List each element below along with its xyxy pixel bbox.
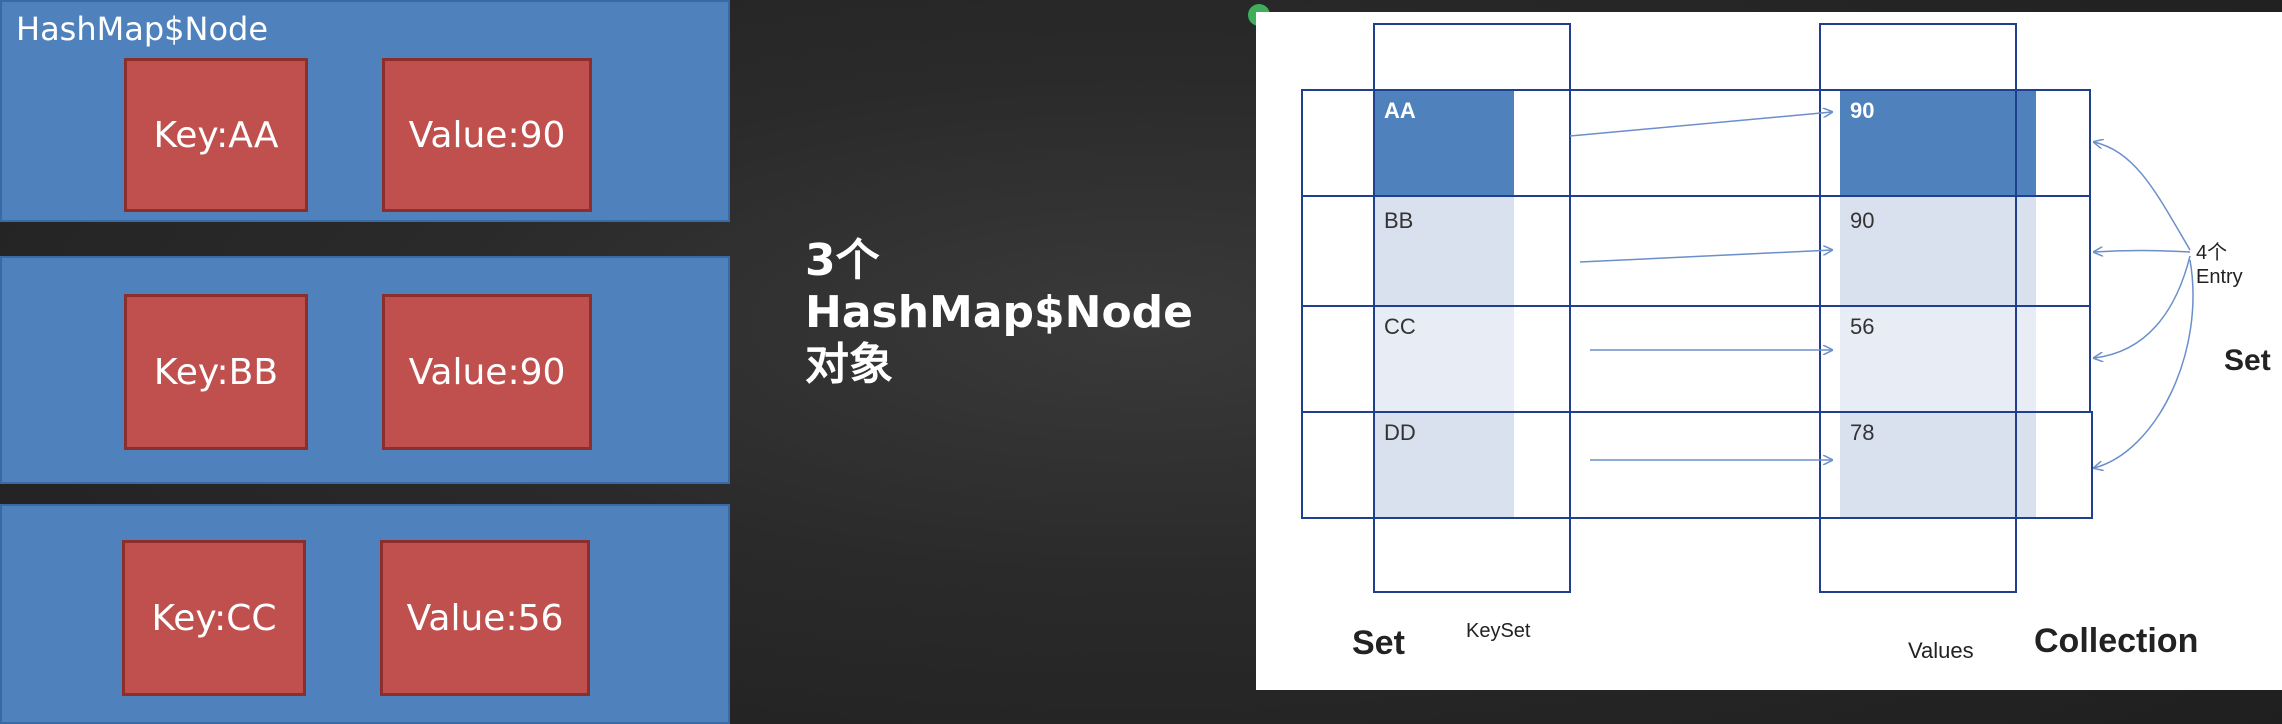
diagram-svg [1301, 23, 2194, 593]
hashmap-node-aa: HashMap$Node Key:AA Value:90 [0, 0, 730, 222]
key-box-bb: Key:BB [124, 294, 308, 450]
node-count-caption: 3个 HashMap$Node 对象 [805, 235, 1245, 391]
entry-arrow-3 [2094, 255, 2191, 358]
keyset-column [1373, 23, 1571, 593]
keyset-label: KeySet [1466, 620, 1531, 642]
values-label: Values [1908, 638, 1974, 663]
value-label-cc: 56 [1850, 314, 1875, 339]
collection-label: Collection [2034, 622, 2199, 660]
node-title: HashMap$Node [16, 10, 269, 48]
key-cell-dd [1374, 412, 1514, 518]
entryset-set-label: Set [2224, 344, 2271, 377]
key-label-dd: DD [1384, 420, 1416, 445]
entry-label: Entry [2196, 266, 2243, 288]
hashmap-node-cc: Key:CC Value:56 [0, 504, 730, 724]
key-box-aa: Key:AA [124, 58, 308, 212]
entry-count-label: 4个 [2196, 242, 2228, 264]
value-label-aa: 90 [1850, 98, 1875, 123]
entry-arrow-2 [2094, 251, 2191, 253]
entry-arrow-1 [2094, 142, 2191, 251]
key-label-aa: AA [1384, 98, 1416, 123]
arrow-bb [1579, 250, 1832, 263]
key-label-cc: CC [1384, 314, 1416, 339]
value-cell-aa [1840, 90, 2036, 196]
key-label-bb: BB [1384, 208, 1414, 233]
value-cell-bb [1840, 196, 2036, 306]
hashmap-node-bb: Key:BB Value:90 [0, 256, 730, 484]
key-cell-bb [1374, 196, 1514, 306]
value-label-bb: 90 [1850, 208, 1875, 233]
value-label-dd: 78 [1850, 420, 1875, 445]
caption-line-3: 对象 [805, 339, 893, 390]
key-cell-cc [1374, 306, 1514, 412]
caption-line-2: HashMap$Node [805, 287, 1194, 338]
entryset-diagram: AA BB CC DD 90 90 56 78 4个 Entry Set Set… [1256, 12, 2282, 690]
value-cell-dd [1840, 412, 2036, 518]
keyset-set-label: Set [1352, 624, 1405, 662]
key-cell-aa [1374, 90, 1514, 196]
key-box-cc: Key:CC [122, 540, 306, 696]
value-cell-cc [1840, 306, 2036, 412]
value-box-aa: Value:90 [382, 58, 592, 212]
caption-line-1: 3个 [805, 235, 880, 286]
entry-arrow-4 [2094, 259, 2194, 468]
value-box-bb: Value:90 [382, 294, 592, 450]
arrow-aa [1569, 112, 1832, 137]
values-column [1819, 23, 2017, 593]
value-box-cc: Value:56 [380, 540, 590, 696]
